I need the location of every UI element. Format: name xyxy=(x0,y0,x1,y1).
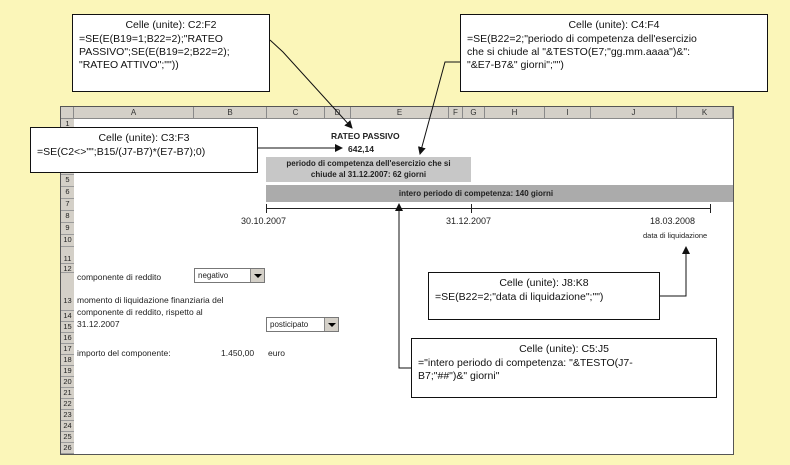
importo-label: importo del componente: xyxy=(77,348,171,358)
row-header-16[interactable]: 16 xyxy=(61,333,74,344)
competenza-line1: periodo di competenza dell'esercizio che… xyxy=(286,159,451,168)
row-header-8[interactable]: 8 xyxy=(61,211,74,223)
rateo-value: 642,14 xyxy=(348,144,374,154)
intero-periodo-text: intero periodo di competenza: 140 giorni xyxy=(398,189,554,198)
row-header-20[interactable]: 20 xyxy=(61,377,74,388)
row-header-26[interactable]: 26 xyxy=(61,443,74,454)
row-header-19[interactable]: 19 xyxy=(61,366,74,377)
row-header-22[interactable]: 22 xyxy=(61,399,74,410)
timeline-tick-mid xyxy=(471,204,472,213)
date-mid: 31.12.2007 xyxy=(446,216,492,226)
momento-dropdown-arrow-icon[interactable] xyxy=(324,318,338,331)
row-header-14[interactable]: 14 xyxy=(61,311,74,322)
callout-c2-f2: Celle (unite): C2:F2 =SE(E(B19=1;B22=2);… xyxy=(72,14,270,92)
callout-c4-f4-line3: "&E7-B7&" giorni";"") xyxy=(467,59,564,71)
timeline-axis xyxy=(266,208,711,209)
col-header-h[interactable]: H xyxy=(485,107,545,119)
row-header-18[interactable]: 18 xyxy=(61,355,74,366)
momento-line3: 31.12.2007 xyxy=(77,319,120,329)
componente-dropdown-arrow-icon[interactable] xyxy=(250,269,264,282)
row-header-13[interactable]: 13 xyxy=(61,273,74,311)
callout-c4-f4: Celle (unite): C4:F4 =SE(B22=2;"periodo … xyxy=(460,14,768,92)
row-header-7[interactable]: 7 xyxy=(61,199,74,211)
callout-c5-j5-line2: B7;"##")&" giorni" xyxy=(418,370,500,382)
date-end: 18.03.2008 xyxy=(650,216,696,226)
callout-j8-k8: Celle (unite): J8:K8 =SE(B22=2;"data di … xyxy=(428,272,660,320)
date-start: 30.10.2007 xyxy=(241,216,287,226)
componente-dropdown[interactable]: negativo xyxy=(194,268,265,283)
callout-c5-j5-title: Celle (unite): C5:J5 xyxy=(519,343,609,355)
callout-c3-f3: Celle (unite): C3:F3 =SE(C2<>"";B15/(J7-… xyxy=(30,127,258,173)
callout-j8-k8-line1: =SE(B22=2;"data di liquidazione";"") xyxy=(435,291,604,303)
callout-c2-f2-line2: PASSIVO";SE(E(B19=2;B22=2); xyxy=(79,46,230,58)
col-header-j[interactable]: J xyxy=(591,107,677,119)
rateo-title: RATEO PASSIVO xyxy=(331,131,400,141)
row-header-11[interactable]: 11 xyxy=(61,247,74,264)
row-header-6[interactable]: 6 xyxy=(61,187,74,199)
callout-j8-k8-title: Celle (unite): J8:K8 xyxy=(499,277,589,289)
callout-c2-f2-line1: =SE(E(B19=1;B22=2);"RATEO xyxy=(79,33,223,45)
row-header-17[interactable]: 17 xyxy=(61,344,74,355)
competenza-line2: chiude al 31.12.2007: 62 giorni xyxy=(310,170,427,179)
callout-c3-f3-title: Celle (unite): C3:F3 xyxy=(98,132,190,144)
callout-c4-f4-line1: =SE(B22=2;"periodo di competenza dell'es… xyxy=(467,33,697,45)
row-header-12[interactable]: 12 xyxy=(61,264,74,273)
componente-value: negativo xyxy=(198,271,229,280)
row-header-21[interactable]: 21 xyxy=(61,388,74,399)
momento-line2: componente di reddito, rispetto al xyxy=(77,307,203,317)
callout-c3-f3-line1: =SE(C2<>"";B15/(J7-B7)*(E7-B7);0) xyxy=(37,146,206,158)
momento-line1: momento di liquidazione finanziaria del xyxy=(77,295,224,305)
data-liquidazione-label: data di liquidazione xyxy=(643,231,708,240)
row-header-9[interactable]: 9 xyxy=(61,223,74,235)
select-all-corner[interactable] xyxy=(61,107,74,119)
importo-unit: euro xyxy=(268,348,286,358)
col-header-i[interactable]: I xyxy=(545,107,591,119)
momento-value: posticipato xyxy=(270,320,309,329)
row-header-10[interactable]: 10 xyxy=(61,235,74,247)
col-header-f[interactable]: F xyxy=(449,107,463,119)
competenza-bar xyxy=(266,157,471,182)
col-header-a[interactable]: A xyxy=(74,107,194,119)
row-header-15[interactable]: 15 xyxy=(61,322,74,333)
intero-periodo-bar xyxy=(266,185,733,202)
row-header-23[interactable]: 23 xyxy=(61,410,74,421)
col-header-e[interactable]: E xyxy=(351,107,449,119)
row-header-25[interactable]: 25 xyxy=(61,432,74,443)
row-header-27[interactable]: 27 xyxy=(61,454,74,455)
momento-dropdown[interactable]: posticipato xyxy=(266,317,339,332)
col-header-b[interactable]: B xyxy=(194,107,267,119)
callout-c2-f2-line3: "RATEO ATTIVO";"")) xyxy=(79,59,179,71)
row-header-24[interactable]: 24 xyxy=(61,421,74,432)
callout-c5-j5: Celle (unite): C5:J5 ="intero periodo di… xyxy=(411,338,717,398)
callout-c5-j5-line1: ="intero periodo di competenza: "&TESTO(… xyxy=(418,357,633,369)
callout-c2-f2-title: Celle (unite): C2:F2 xyxy=(125,19,217,31)
col-header-c[interactable]: C xyxy=(267,107,325,119)
callout-c4-f4-title: Celle (unite): C4:F4 xyxy=(568,19,660,31)
row-header-5[interactable]: 5 xyxy=(61,175,74,187)
timeline-tick-end xyxy=(710,204,711,213)
col-header-d[interactable]: D xyxy=(325,107,351,119)
componente-label: componente di reddito xyxy=(77,272,162,282)
callout-c4-f4-line2: che si chiude al "&TESTO(E7;"gg.mm.aaaa"… xyxy=(467,46,691,58)
importo-value: 1.450,00 xyxy=(221,348,255,358)
col-header-g[interactable]: G xyxy=(463,107,485,119)
timeline-tick-start xyxy=(266,204,267,213)
col-header-k[interactable]: K xyxy=(677,107,733,119)
